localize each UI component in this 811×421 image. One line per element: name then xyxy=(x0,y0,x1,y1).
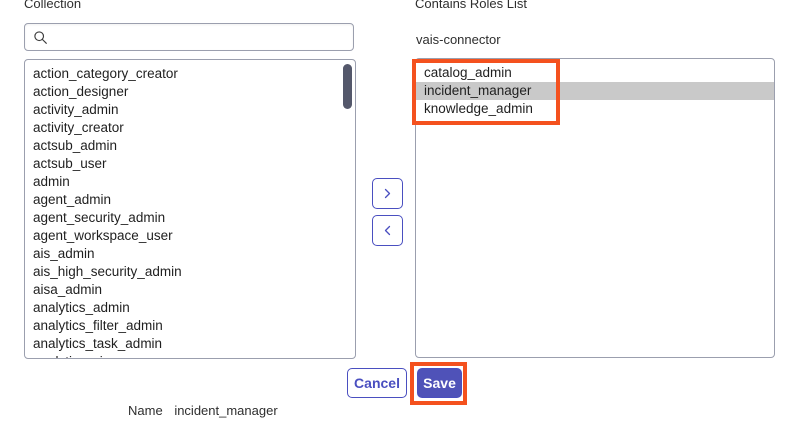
collection-list-item[interactable]: admin xyxy=(33,174,70,189)
collection-list-item[interactable]: ais_high_security_admin xyxy=(33,264,182,279)
contains-roles-list-label: Contains Roles List xyxy=(415,0,527,11)
save-button[interactable]: Save xyxy=(417,368,462,398)
collection-list-item[interactable]: analytics_task_admin xyxy=(33,336,163,351)
move-right-button[interactable] xyxy=(372,178,403,209)
chevron-right-icon xyxy=(381,187,394,200)
contains-roles-list-item[interactable]: knowledge_admin xyxy=(424,101,533,116)
search-icon xyxy=(33,30,48,45)
collection-list-item[interactable]: agent_security_admin xyxy=(33,210,166,225)
move-left-button[interactable] xyxy=(372,215,403,246)
name-value: incident_manager xyxy=(174,403,278,418)
collection-list-item[interactable]: action_category_creator xyxy=(33,66,178,81)
collection-list-item[interactable]: activity_creator xyxy=(33,120,124,135)
collection-list-item[interactable]: agent_admin xyxy=(33,192,112,207)
chevron-left-icon xyxy=(381,224,394,237)
cancel-button[interactable]: Cancel xyxy=(347,368,407,398)
collection-scrollbar-track[interactable] xyxy=(343,63,352,355)
name-label: Name xyxy=(128,403,163,418)
collection-list-item[interactable]: analytics_filter_admin xyxy=(33,318,163,333)
collection-list-item[interactable]: actsub_user xyxy=(33,156,107,171)
search-input-wrapper[interactable] xyxy=(24,23,354,51)
role-subject-name: vais-connector xyxy=(416,32,501,47)
search-input[interactable] xyxy=(54,28,345,46)
collection-list-item[interactable]: action_designer xyxy=(33,84,129,99)
collection-list-item[interactable]: agent_workspace_user xyxy=(33,228,173,243)
collection-list-item[interactable]: actsub_admin xyxy=(33,138,118,153)
collection-list-item[interactable]: ais_admin xyxy=(33,246,95,261)
contains-roles-list-item[interactable]: catalog_admin xyxy=(424,65,512,80)
collection-label: Collection xyxy=(24,0,82,11)
contains-roles-list-item[interactable]: incident_manager xyxy=(416,82,774,100)
collection-list-item[interactable]: aisa_admin xyxy=(33,282,103,297)
name-row: Name incident_manager xyxy=(128,403,278,418)
collection-list-item[interactable]: activity_admin xyxy=(33,102,119,117)
collection-list-item[interactable]: analytics_admin xyxy=(33,300,130,315)
collection-scrollbar-thumb[interactable] xyxy=(343,64,352,109)
collection-list-item[interactable]: analytics_viewer xyxy=(25,353,355,358)
